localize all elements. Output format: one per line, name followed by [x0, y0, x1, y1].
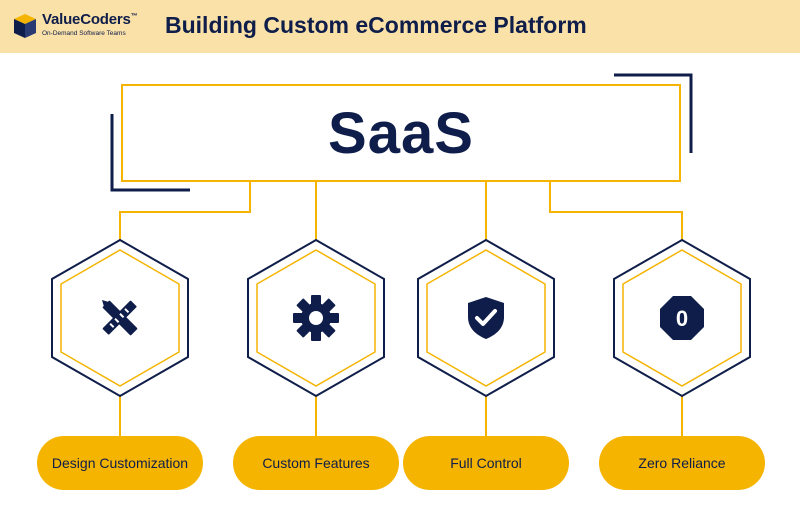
pill-full-control: Full Control: [403, 436, 569, 490]
pill-custom-features: Custom Features: [233, 436, 399, 490]
page-title: Building Custom eCommerce Platform: [165, 12, 587, 38]
logo-mark-icon: [14, 14, 36, 38]
valuecoders-logo[interactable]: ValueCoders™ On-Demand Software Teams: [12, 10, 152, 44]
logo-name: ValueCoders™: [42, 11, 138, 28]
zero-octagon-text: 0: [676, 306, 688, 331]
corner-bracket-left: [110, 114, 190, 192]
pill-zero-reliance: Zero Reliance: [599, 436, 765, 490]
saas-box: SaaS: [121, 84, 681, 182]
corner-bracket-right: [614, 73, 693, 153]
zero-octagon-icon: 0: [660, 296, 704, 340]
pill-design-customization: Design Customization: [37, 436, 203, 490]
pill-label: Custom Features: [262, 454, 370, 471]
logo-tagline: On-Demand Software Teams: [42, 30, 126, 37]
design-tools-icon: [102, 300, 138, 336]
connector-1: [119, 182, 251, 240]
gear-icon: [293, 295, 339, 341]
pill-label: Design Customization: [51, 454, 189, 471]
header-bar: ValueCoders™ On-Demand Software Teams Bu…: [0, 0, 800, 53]
pill-label: Full Control: [450, 454, 522, 471]
pill-label: Zero Reliance: [638, 454, 726, 471]
shield-check-icon: [468, 297, 504, 339]
saas-title: SaaS: [328, 100, 474, 166]
connector-4: [549, 182, 683, 240]
